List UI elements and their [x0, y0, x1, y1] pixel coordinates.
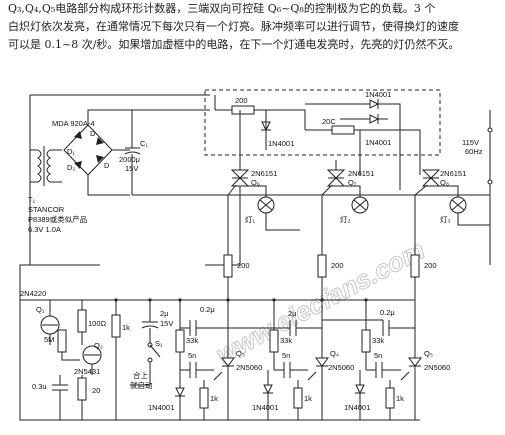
d4001-2-label: 1N4001 [252, 403, 278, 412]
c5n-c-label: 5n [374, 351, 382, 360]
r1k-b-label: 1k [210, 394, 218, 403]
triac-q7 [321, 160, 361, 265]
c2u-label: 2μ [160, 309, 169, 318]
transformer-rating: 6.3V 1.0A [28, 225, 61, 234]
r33k-c-label: 33k [372, 336, 384, 345]
d4001-3-label: 1N4001 [344, 403, 370, 412]
r200-2-label: 200 [331, 261, 344, 270]
ac-voltage: 115V [462, 138, 479, 147]
lamp-2 [351, 196, 369, 214]
q3-model: 2N5060 [236, 363, 262, 372]
transformer-primary [37, 149, 42, 183]
r1k-c-label: 1k [304, 394, 312, 403]
s1-label: S₁ [155, 339, 163, 348]
c1-voltage: 15V [125, 164, 138, 173]
lamp-1 [240, 185, 300, 231]
r100-label: 100Ω [88, 319, 107, 328]
diode-d-top-label: D [90, 129, 96, 138]
oscillator-and-counter [20, 298, 422, 420]
bridge-label: MDA 920A-4 [52, 119, 95, 128]
transformer-secondary [46, 149, 51, 183]
d4001-1-label: 1N4001 [148, 403, 174, 412]
q1-model: 2N4220 [20, 289, 46, 298]
diode-1n4001-a-label: 1N4001 [365, 90, 391, 99]
description-text: Q₃,Q₄,Q₅电路部分构成环形计数器，三端双向可控硅 Q₆~Q₈的控制极为它的… [8, 0, 500, 54]
description-line-2: 白炽灯依次发亮，在通常情况下每次只有一个灯亮。脉冲频率可以进行调节，使得换灯的速… [8, 20, 459, 33]
lamp1-label: 灯₁ [245, 214, 255, 224]
r33k-a-label: 33k [186, 336, 198, 345]
c1-label: C₁ [140, 139, 148, 148]
q4-label: Q₄ [330, 349, 339, 358]
c02u-b-label: 0.2μ [380, 308, 395, 317]
r33k-b-label: 33k [280, 336, 292, 345]
c5n-b-label: 5n [282, 351, 290, 360]
diode-d2-label: D₂ [67, 163, 75, 172]
c2u-b-label: 2μ [288, 309, 297, 318]
q2-label: Q₂ [94, 341, 103, 350]
lamp-3 [449, 196, 490, 226]
description-line-3: 可以是 0.1~8 次/秒。如果增加虚框中的电路，在下一个灯通电发亮时，先亮的灯… [8, 38, 460, 51]
c5n-a-label: 5n [188, 351, 196, 360]
q7-model: 2N6151 [348, 169, 374, 178]
q3-label: Q₃ [236, 349, 245, 358]
q8-model: 2N6151 [440, 169, 466, 178]
q1-label: Q₁ [36, 305, 45, 314]
diode-d1-label: D₁ [67, 147, 75, 156]
triac-q6 [205, 110, 250, 266]
q5-label: Q₅ [424, 349, 433, 358]
latch-circuit [214, 95, 421, 190]
r200-label: 200 [235, 96, 248, 105]
pot-5m-label: 5M [44, 335, 54, 344]
q6-label: Q₆ [251, 178, 260, 187]
q2-model: 2N5431 [74, 367, 100, 376]
r1k-a-label: 1k [122, 323, 130, 332]
t1-label: T₁ [28, 195, 36, 204]
c03u-label: 0.3u [32, 382, 47, 391]
r1k-d-label: 1k [396, 394, 404, 403]
q8-label: Q₈ [440, 178, 449, 187]
power-supply [19, 94, 420, 421]
r200-3-label: 200 [424, 261, 437, 270]
diode-d3-label: D [104, 161, 110, 170]
q6-model: 2N6151 [251, 169, 277, 178]
start-label-2: 就启动 [130, 380, 153, 390]
lamp2-label: 灯₂ [340, 214, 350, 224]
start-label-1: 合上 [133, 370, 148, 380]
r20c-label: 20C [322, 117, 336, 126]
c02u-a-label: 0.2μ [200, 305, 215, 314]
ac-frequency: 60Hz [465, 147, 483, 156]
r200-1-label: 200 [237, 261, 250, 270]
lamp3-label: 灯₃ [440, 214, 451, 224]
diode-1n4001-b-label: 1N4001 [365, 138, 391, 147]
q7-label: Q₇ [348, 178, 357, 187]
triac-q8 [414, 169, 459, 265]
gate-resistors [223, 254, 420, 300]
diode-1n4001-c-label: 1N4001 [268, 139, 294, 148]
q4-model: 2N5060 [328, 363, 354, 372]
dashed-optional-circuit [204, 89, 441, 156]
r20-label: 20 [92, 386, 100, 395]
transformer-name: STANCOR [28, 205, 65, 214]
c15v-label: 15V [160, 319, 173, 328]
c1-value: 2000μ [119, 155, 140, 164]
description-line-1: Q₃,Q₄,Q₅电路部分构成环形计数器，三端双向可控硅 Q₆~Q₈的控制极为它的… [8, 2, 436, 15]
transformer-model: P8389或类似产品 [28, 214, 87, 224]
q5-model: 2N5060 [424, 363, 450, 372]
ac-mains [230, 110, 493, 265]
